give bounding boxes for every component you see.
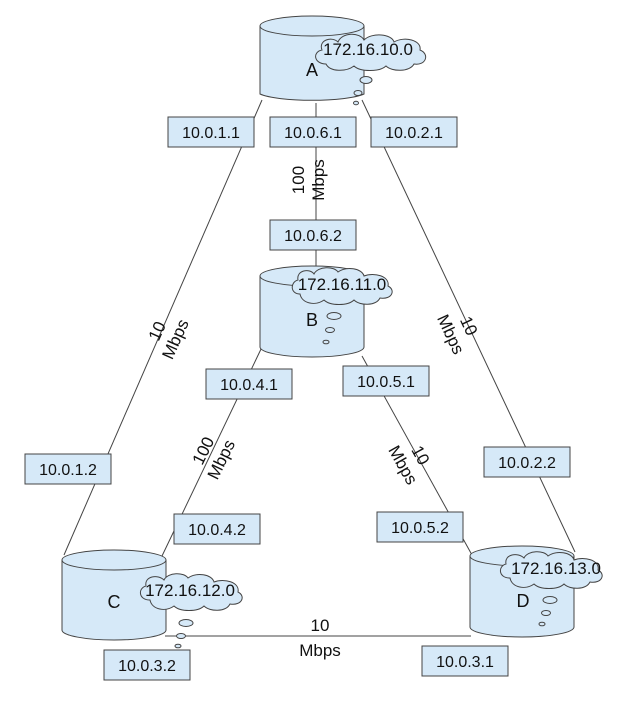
ip-label-d-b: 10.0.5.2 [391, 520, 449, 537]
router-d-network: 172.16.13.0 [511, 559, 601, 578]
ip-label-b-d: 10.0.5.1 [357, 374, 415, 391]
ip-label-c-d: 10.0.3.2 [118, 658, 176, 675]
router-c-network-cloud: 172.16.12.0 [140, 573, 243, 649]
ip-label-b-c: 10.0.4.1 [220, 377, 278, 394]
router-d-network-cloud: 172.16.13.0 [500, 551, 603, 627]
speed-label-c-d: 10 Mbps [299, 616, 341, 660]
router-c-name: C [108, 592, 121, 612]
ip-box-b-c: 10.0.4.1 [205, 368, 293, 400]
ip-box-a-c: 10.0.1.1 [167, 116, 255, 148]
router-b-network-cloud: 172.16.11.0 [291, 267, 393, 345]
ip-box-d-b: 10.0.5.2 [376, 511, 464, 543]
router-d-name: D [517, 591, 530, 611]
ip-box-c-b: 10.0.4.2 [173, 513, 261, 545]
router-a-name: A [306, 60, 318, 80]
router-b-network: 172.16.11.0 [298, 275, 387, 294]
router-a-network: 172.16.10.0 [323, 40, 413, 59]
ip-label-a-c: 10.0.1.1 [182, 125, 240, 142]
ip-box-d-c: 10.0.3.1 [421, 645, 509, 677]
speed-label-a-c: 10 Mbps [145, 316, 193, 362]
ip-box-b-d: 10.0.5.1 [342, 365, 430, 397]
ip-label-b-a: 10.0.6.2 [284, 228, 342, 245]
ip-box-c-d: 10.0.3.2 [103, 649, 191, 681]
router-c-cylinder [61, 560, 167, 641]
speed-value-a-b: 100 [289, 166, 308, 194]
speed-unit-a-b: Mbps [309, 159, 328, 201]
ip-label-a-b: 10.0.6.1 [284, 125, 342, 142]
router-c-top [61, 549, 167, 571]
router-c[interactable]: C [61, 549, 167, 641]
ip-label-c-b: 10.0.4.2 [188, 522, 246, 539]
router-a-top [259, 15, 365, 37]
ip-box-d-a: 10.0.2.2 [483, 446, 571, 478]
ip-label-d-a: 10.0.2.2 [498, 455, 556, 472]
ip-box-a-b: 10.0.6.1 [269, 116, 357, 148]
speed-label-a-d: 10 Mbps [433, 312, 481, 358]
ip-label-d-c: 10.0.3.1 [436, 654, 494, 671]
ip-label-a-d: 10.0.2.1 [385, 125, 443, 142]
ip-box-c-a: 10.0.1.2 [24, 453, 112, 485]
speed-label-a-b: 100 Mbps [289, 159, 328, 201]
ip-label-c-a: 10.0.1.2 [39, 462, 97, 479]
router-a-network-cloud: 172.16.10.0 [315, 33, 427, 106]
speed-value-c-d: 10 [311, 616, 330, 635]
ip-box-b-a: 10.0.6.2 [269, 219, 357, 251]
router-b-name: B [306, 310, 318, 330]
speed-label-b-c: 100 Mbps [189, 434, 239, 483]
speed-unit-c-d: Mbps [299, 641, 341, 660]
router-c-network: 172.16.12.0 [145, 581, 235, 600]
ip-box-a-d: 10.0.2.1 [370, 116, 458, 148]
